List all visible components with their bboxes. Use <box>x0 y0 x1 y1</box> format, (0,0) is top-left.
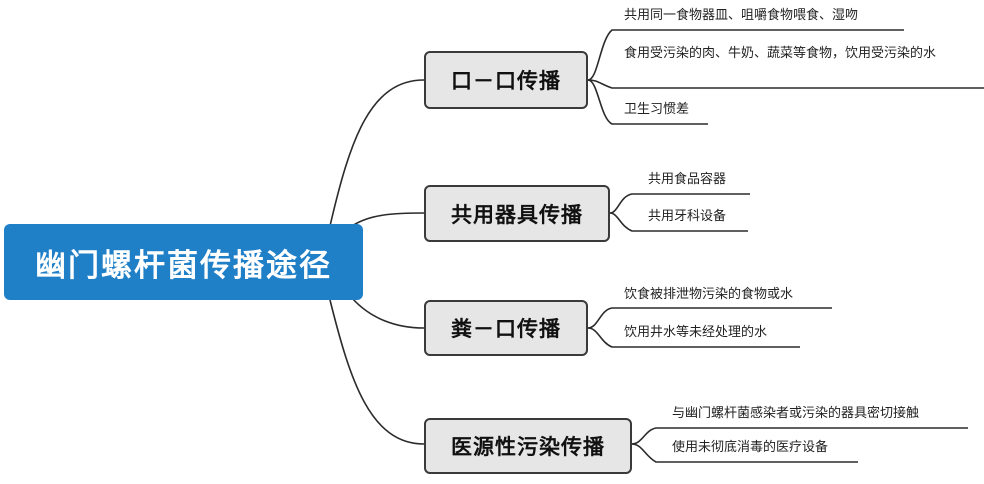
leaf-shared-dishes: 共用同一食物器皿、咀嚼食物喂食、湿吻 <box>624 8 859 23</box>
branch-0-leaf-0-line <box>587 29 904 81</box>
branch-3-leaf-0-line <box>631 427 968 445</box>
root-to-branch-2-line <box>351 297 425 329</box>
branch-2-leaf-1-line <box>587 327 800 348</box>
leaf-shared-food-containers: 共用食品容器 <box>648 172 727 187</box>
branch-1-leaf-0-line <box>609 193 750 214</box>
root-to-branch-1-line <box>351 212 425 227</box>
leaf-contaminated-food: 食用受污染的肉、牛奶、蔬菜等食物，饮用受污染的水 <box>624 46 937 61</box>
branch-fecal-oral: 粪－口传播 <box>424 300 588 356</box>
root-topic: 幽门螺杆菌传播途径 <box>4 224 363 300</box>
branch-iatrogenic: 医源性污染传播 <box>424 418 632 474</box>
leaf-excrement-contaminated: 饮食被排泄物污染的食物或水 <box>624 287 794 302</box>
branch-2-leaf-0-line <box>587 307 832 329</box>
branch-3-leaf-1-line <box>631 443 858 463</box>
root-to-branch-0-line <box>329 79 425 227</box>
branch-shared-utensils: 共用器具传播 <box>424 185 610 242</box>
leaf-untreated-well-water: 饮用井水等未经处理的水 <box>624 325 768 340</box>
leaf-poor-hygiene: 卫生习惯差 <box>624 102 690 117</box>
root-to-branch-3-line <box>329 299 425 445</box>
leaf-unsterilized-equipment: 使用未彻底消毒的医疗设备 <box>672 440 829 455</box>
branch-oral-oral: 口－口传播 <box>424 51 588 109</box>
branch-0-leaf-2-line <box>587 79 708 125</box>
leaf-close-contact: 与幽门螺杆菌感染者或污染的器具密切接触 <box>672 406 920 421</box>
branch-0-leaf-1-line <box>587 79 984 89</box>
leaf-shared-dental-equipment: 共用牙科设备 <box>648 209 727 224</box>
branch-1-leaf-1-line <box>609 212 748 232</box>
